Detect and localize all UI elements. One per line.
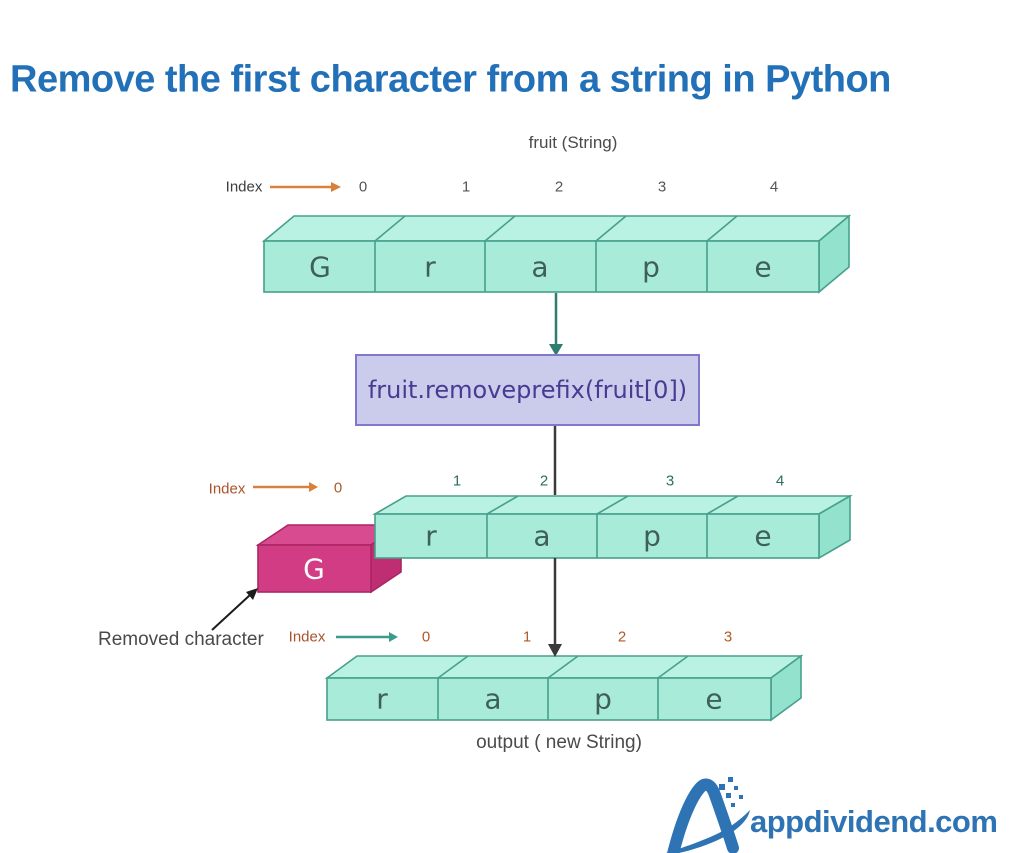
middle-index-0: 0	[333, 479, 343, 497]
input-array-3d	[261, 214, 852, 294]
middle-index-3: 3	[665, 472, 675, 490]
index-label-input: Index	[225, 178, 263, 196]
output-cell-e: e	[705, 682, 723, 716]
input-cell-e: e	[754, 250, 772, 284]
input-index-1: 1	[461, 178, 471, 196]
middle-index-1: 1	[452, 472, 462, 490]
input-cell-a: a	[531, 250, 549, 284]
output-cell-r: r	[376, 682, 388, 716]
output-index-1: 1	[522, 628, 532, 646]
input-index-2: 2	[554, 178, 564, 196]
input-cell-r: r	[424, 250, 436, 284]
input-index-0: 0	[358, 178, 368, 196]
appdividend-logo-icon	[665, 777, 750, 853]
output-array-3d	[324, 654, 804, 722]
input-string-label: fruit (String)	[528, 133, 618, 152]
output-cell-a: a	[484, 682, 502, 716]
removed-cell-G: G	[303, 552, 325, 586]
index-label-output: Index	[288, 628, 326, 646]
flow-arrow-to-output	[548, 558, 562, 657]
input-cell-G: G	[309, 250, 331, 284]
middle-cell-r: r	[425, 519, 437, 553]
removed-char-arrow	[211, 588, 258, 631]
index-arrow-middle	[253, 482, 318, 492]
input-index-4: 4	[769, 178, 779, 196]
input-index-3: 3	[657, 178, 667, 196]
middle-index-4: 4	[775, 472, 785, 490]
input-cell-p: p	[642, 250, 660, 284]
output-index-2: 2	[617, 628, 627, 646]
code-text: fruit.removeprefix(fruit[0])	[367, 376, 688, 404]
middle-cell-e: e	[754, 519, 772, 553]
index-label-middle: Index	[208, 480, 246, 498]
appdividend-logo-text: appdividend.com	[750, 804, 998, 839]
removed-character-label: Removed character	[98, 629, 264, 650]
middle-array-3d	[372, 494, 853, 560]
output-cell-p: p	[594, 682, 612, 716]
output-string-label: output ( new String)	[476, 732, 642, 753]
flow-arrow-to-code	[549, 293, 563, 356]
middle-cell-a: a	[533, 519, 551, 553]
code-box: fruit.removeprefix(fruit[0])	[355, 354, 700, 426]
output-index-3: 3	[723, 628, 733, 646]
output-index-0: 0	[421, 628, 431, 646]
middle-index-2: 2	[539, 472, 549, 490]
middle-cell-p: p	[643, 519, 661, 553]
index-arrow-output	[336, 632, 398, 642]
index-arrow-input	[270, 182, 341, 192]
page-title: Remove the first character from a string…	[10, 58, 891, 101]
